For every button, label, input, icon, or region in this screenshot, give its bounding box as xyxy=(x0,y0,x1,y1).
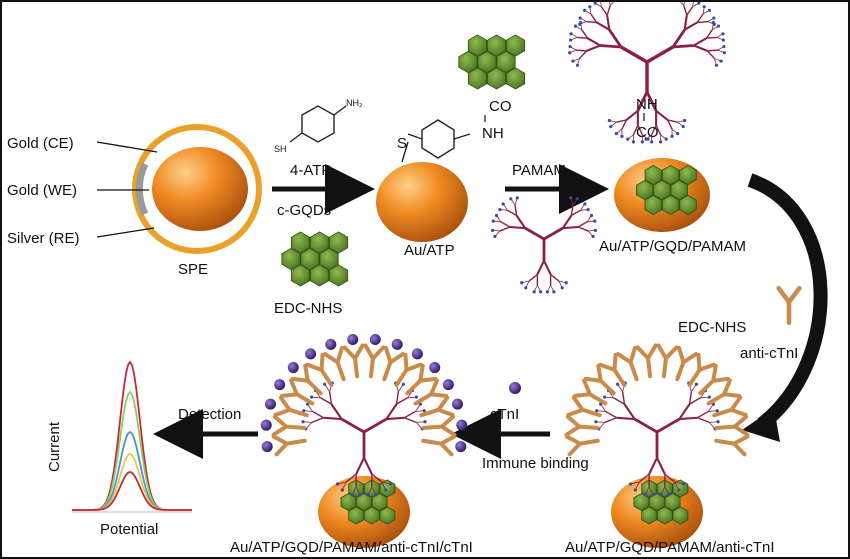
ctni-molecule-icon xyxy=(509,382,521,394)
immune-label: Immune binding xyxy=(482,455,589,472)
gqd-hex xyxy=(653,179,671,201)
pamam-label: PAMAM xyxy=(512,162,566,179)
pamam-dendrimer-icon xyxy=(491,196,597,294)
ctni-label: cTnI xyxy=(490,406,519,423)
au-atp-label: Au/ATP xyxy=(404,242,455,259)
gqd-hex xyxy=(641,506,658,525)
nh-label-1: NH xyxy=(482,125,504,142)
gqd-hex xyxy=(328,264,349,287)
gqd-hex xyxy=(348,479,365,498)
gqd-hex xyxy=(340,492,357,512)
gqd-hex xyxy=(496,50,516,74)
gqd-hex xyxy=(309,264,330,287)
gqd-hex xyxy=(636,179,654,201)
gqd-hex xyxy=(363,479,380,498)
gqd-sheet-top-icon xyxy=(458,34,526,90)
silver-re-arc xyxy=(135,162,149,216)
gqd-hex xyxy=(656,506,673,525)
atp-linker-icon xyxy=(401,119,471,163)
gqd-hex xyxy=(661,164,680,186)
gqd-hex xyxy=(328,231,349,254)
gqd-hex xyxy=(467,67,488,90)
detection-label: Detection xyxy=(178,406,241,423)
gqd-hex xyxy=(679,194,697,216)
gqd-hex xyxy=(379,506,396,525)
co-label-2: CO xyxy=(636,124,659,141)
gqd-hex xyxy=(363,506,380,525)
gqd-hex xyxy=(309,231,330,254)
gqd-hex xyxy=(656,479,673,498)
au-atp-gqd-pamam-label: Au/ATP/GQD/PAMAM xyxy=(599,238,746,255)
nh-label-2: NH xyxy=(636,96,658,113)
reagent-4atp-label: 4-ATP xyxy=(290,162,331,179)
gqd-hex xyxy=(644,194,663,216)
antibody-electrode xyxy=(564,343,750,548)
gqd-hex xyxy=(644,164,663,186)
step3-arrowhead xyxy=(742,408,780,442)
gqd-hex xyxy=(371,492,388,512)
co-label-1: CO xyxy=(489,98,512,115)
final-electrode-label: Au/ATP/GQD/PAMAM/anti-cTnI/cTnI xyxy=(230,539,473,556)
cgqd-label: c-GQDs xyxy=(277,202,331,219)
gqd-hex xyxy=(348,506,365,525)
gqd-hex xyxy=(356,492,372,512)
gqd-hex xyxy=(670,179,688,201)
pamam-dendrimer-large-icon xyxy=(568,2,726,144)
gqd-hex xyxy=(486,34,507,57)
atp-molecule-icon xyxy=(289,105,347,143)
silver-re-label: Silver (RE) xyxy=(7,230,80,247)
final-electrode xyxy=(260,334,468,548)
sh-label: SH xyxy=(274,144,287,154)
spe-label: SPE xyxy=(178,261,208,278)
gqd-hex xyxy=(290,231,311,254)
step3-curved-arrow xyxy=(747,173,828,430)
gqd-hex xyxy=(300,247,320,271)
potential-axis-label: Potential xyxy=(100,521,158,538)
current-axis-label: Current xyxy=(46,421,63,472)
sulfur-label: S xyxy=(397,135,407,152)
gqd-hex xyxy=(505,67,526,90)
gqd-hex xyxy=(486,67,507,90)
nh2-label: NH₂ xyxy=(346,98,363,108)
gqd-on-sphere-icon xyxy=(636,164,697,216)
voltammogram-plot xyxy=(72,360,192,513)
gqd-hex xyxy=(281,247,301,271)
gqd-hex xyxy=(641,479,658,498)
antibody-electrode-label: Au/ATP/GQD/PAMAM/anti-cTnI xyxy=(565,539,775,556)
gqd-hex xyxy=(505,34,526,57)
gqd-hex xyxy=(664,492,681,512)
gqd-hex xyxy=(467,34,488,57)
gqd-hex xyxy=(679,164,697,186)
gqd-hex xyxy=(477,50,497,74)
au-atp-sphere xyxy=(376,162,468,242)
antibody-icon xyxy=(776,285,802,325)
spe-electrode xyxy=(96,124,262,254)
gold-we-label: Gold (WE) xyxy=(7,182,77,199)
gqd-hex xyxy=(661,194,680,216)
gqd-hex xyxy=(672,506,689,525)
gqd-sheet-icon xyxy=(281,231,349,287)
gqd-hex xyxy=(458,50,478,74)
edc-nhs-label-2: EDC-NHS xyxy=(678,319,746,336)
gold-ce-ring xyxy=(132,124,262,254)
gqd-hex xyxy=(633,492,650,512)
gold-we-disk xyxy=(152,147,248,231)
gqd-hex xyxy=(319,247,339,271)
edc-nhs-label-1: EDC-NHS xyxy=(274,300,342,317)
gqd-hex xyxy=(649,492,665,512)
anti-ctni-label: anti-cTnI xyxy=(740,345,798,362)
gold-ce-label: Gold (CE) xyxy=(7,135,74,152)
gqd-hex xyxy=(290,264,311,287)
